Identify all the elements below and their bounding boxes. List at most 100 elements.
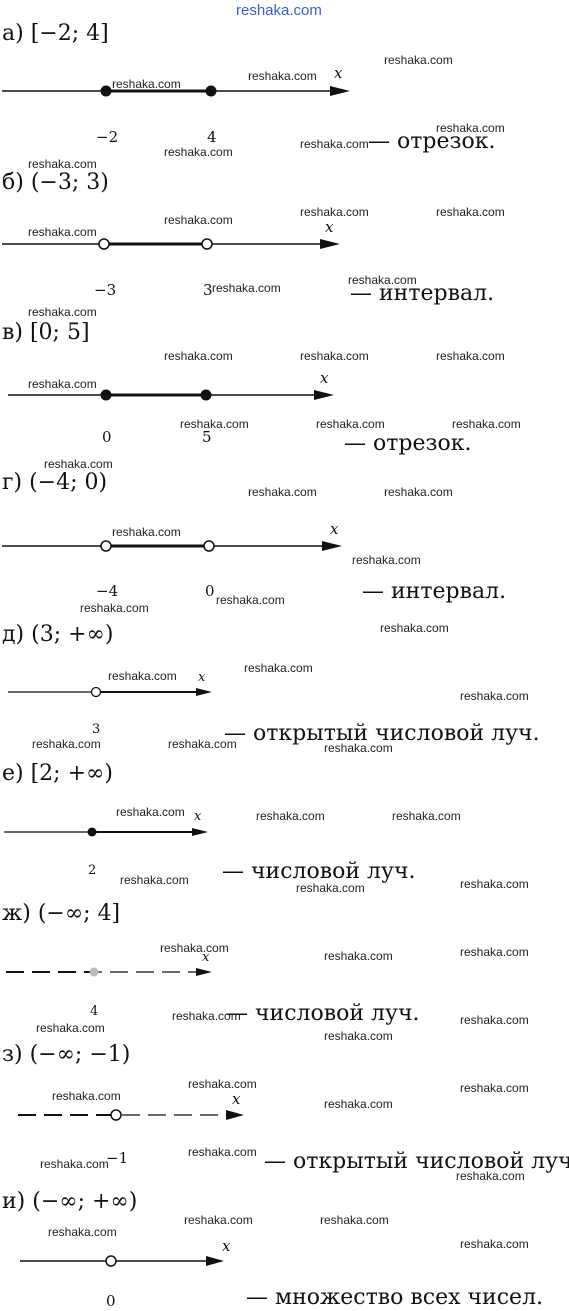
item-b-label: б) (−3; 3) xyxy=(2,170,109,195)
watermark: reshaka.com xyxy=(48,1225,117,1239)
item-b-axis-label: x xyxy=(325,218,334,236)
item-a-point-left xyxy=(100,85,112,97)
watermark: reshaka.com xyxy=(324,949,393,963)
item-i-arrow xyxy=(206,1256,224,1266)
watermark: reshaka.com xyxy=(460,877,529,891)
watermark: reshaka.com xyxy=(248,485,317,499)
watermark: reshaka.com xyxy=(180,417,249,431)
watermark: reshaka.com xyxy=(116,805,185,819)
item-d-label: г) (−4; 0) xyxy=(2,470,108,495)
watermark: reshaka.com xyxy=(316,417,385,431)
watermark: reshaka.com xyxy=(52,1089,121,1103)
watermark: reshaka.com xyxy=(188,1077,257,1091)
item-h-label: з) (−∞; −1) xyxy=(2,1042,131,1067)
watermark: reshaka.com xyxy=(164,213,233,227)
item-d-axis-label: x xyxy=(330,520,339,538)
item-d-arrow xyxy=(322,541,342,551)
item-h-description: — открытый числовой луч. xyxy=(264,1149,569,1174)
watermark: reshaka.com xyxy=(216,593,285,607)
item-i-tick: 0 xyxy=(106,1292,116,1310)
item-g-arrow xyxy=(196,968,212,976)
watermark: reshaka.com xyxy=(320,1213,389,1227)
item-e-tick: 3 xyxy=(92,722,101,737)
item-a-arrow xyxy=(330,86,350,96)
watermark: reshaka.com xyxy=(352,553,421,567)
item-d-point-right xyxy=(203,540,215,552)
watermark: reshaka.com xyxy=(28,157,97,171)
item-i-point xyxy=(105,1255,117,1267)
watermark: reshaka.com xyxy=(384,53,453,67)
item-b-point-right xyxy=(201,238,213,250)
watermark: reshaka.com xyxy=(44,457,113,471)
watermark: reshaka.com xyxy=(456,1169,525,1183)
watermark: reshaka.com xyxy=(392,809,461,823)
item-f-arrow xyxy=(192,828,208,836)
item-a-tick-left: −2 xyxy=(96,128,119,146)
item-b-description: — интервал. xyxy=(350,281,495,306)
watermark: reshaka.com xyxy=(436,121,505,135)
item-b-arrow xyxy=(320,239,340,249)
item-c-tick-right: 5 xyxy=(202,428,212,446)
watermark: reshaka.com xyxy=(452,417,521,431)
watermark: reshaka.com xyxy=(460,1081,529,1095)
watermark: reshaka.com xyxy=(460,1013,529,1027)
item-f-axis-label: x xyxy=(194,809,202,824)
watermark: reshaka.com xyxy=(160,941,229,955)
item-c-axis-label: x xyxy=(320,369,329,387)
watermark: reshaka.com xyxy=(108,669,177,683)
item-f-label: е) [2; +∞) xyxy=(2,761,113,786)
watermark: reshaka.com xyxy=(300,349,369,363)
watermark: reshaka.com xyxy=(184,1213,253,1227)
item-c-point-right xyxy=(200,389,212,401)
watermark: reshaka.com xyxy=(164,349,233,363)
item-c-description: — отрезок. xyxy=(344,431,472,456)
watermark: reshaka.com xyxy=(244,661,313,675)
item-h-arrow xyxy=(226,1110,244,1120)
item-g-label: ж) (−∞; 4] xyxy=(2,901,121,926)
item-d-tick-left: −4 xyxy=(96,582,119,600)
watermark: reshaka.com xyxy=(436,349,505,363)
item-e-description: — открытый числовой луч. xyxy=(224,721,540,746)
watermark: reshaka.com xyxy=(460,1237,529,1251)
item-e-point xyxy=(90,686,102,698)
watermark: reshaka.com xyxy=(324,1029,393,1043)
watermark: reshaka.com xyxy=(40,1157,109,1171)
item-h-point xyxy=(110,1109,122,1121)
item-e-axis-label: x xyxy=(198,670,206,685)
item-c-arrow xyxy=(314,390,334,400)
item-c-point-left xyxy=(100,389,112,401)
watermark: reshaka.com xyxy=(188,1145,257,1159)
item-i-description: — множество всех чисел. xyxy=(246,1285,544,1310)
watermark: reshaka.com xyxy=(384,485,453,499)
watermark: reshaka.com xyxy=(28,377,97,391)
item-h-tick: −1 xyxy=(106,1149,129,1167)
watermark: reshaka.com xyxy=(380,621,449,635)
item-b-point-left xyxy=(98,238,110,250)
item-b-tick-left: −3 xyxy=(94,281,117,299)
watermark: reshaka.com xyxy=(256,809,325,823)
watermark: reshaka.com xyxy=(460,945,529,959)
watermark: reshaka.com xyxy=(436,205,505,219)
watermark: reshaka.com xyxy=(168,737,237,751)
watermark: reshaka.com xyxy=(324,741,393,755)
item-g-axis-label: x xyxy=(202,950,210,965)
watermark: reshaka.com xyxy=(296,881,365,895)
item-i-label: и) (−∞; +∞) xyxy=(2,1189,138,1214)
item-a-tick-right: 4 xyxy=(207,128,217,146)
watermark: reshaka.com xyxy=(172,1009,241,1023)
site-title[interactable]: reshaka.com xyxy=(236,2,322,19)
watermark: reshaka.com xyxy=(32,737,101,751)
item-f-point xyxy=(87,827,97,837)
watermark: reshaka.com xyxy=(28,305,97,319)
watermark: reshaka.com xyxy=(324,1097,393,1111)
item-a-description: — отрезок. xyxy=(368,129,496,154)
watermark: reshaka.com xyxy=(300,137,369,151)
watermark: reshaka.com xyxy=(112,77,181,91)
